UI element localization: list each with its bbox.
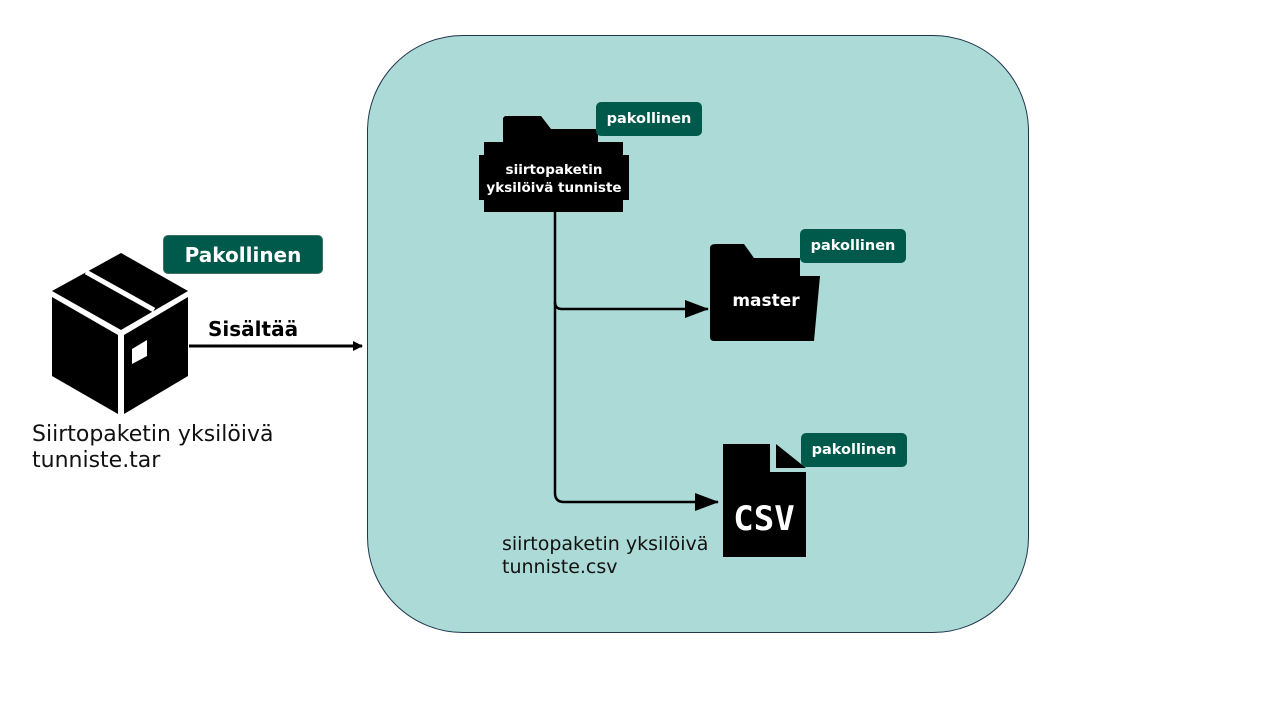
master-folder-required-badge: pakollinen bbox=[800, 229, 906, 263]
contains-label: Sisältää bbox=[208, 317, 299, 341]
root-folder-label-line2: yksilöivä tunniste bbox=[486, 180, 622, 197]
package-caption-line2: tunniste.tar bbox=[32, 448, 161, 474]
root-folder-label-line1: siirtopaketin bbox=[505, 162, 603, 178]
csv-file-caption-line2: tunniste.csv bbox=[502, 555, 618, 578]
package-caption: Siirtopaketin yksilöivä tunniste.tar bbox=[32, 422, 273, 475]
csv-file-required-badge: pakollinen bbox=[801, 433, 907, 467]
csv-file-caption: siirtopaketin yksilöivä tunniste.csv bbox=[502, 533, 708, 579]
package-caption-line1: Siirtopaketin yksilöivä bbox=[32, 422, 274, 447]
tree-connector-csv bbox=[553, 302, 719, 511]
csv-icon-text: CSV bbox=[733, 499, 794, 539]
master-folder-label: master bbox=[732, 291, 800, 311]
csv-file-caption-line1: siirtopaketin yksilöivä bbox=[502, 533, 709, 555]
root-folder-label: siirtopaketin yksilöivä tunniste bbox=[478, 161, 630, 197]
root-folder-required-badge: pakollinen bbox=[596, 102, 702, 136]
package-required-badge: Pakollinen bbox=[163, 235, 323, 274]
